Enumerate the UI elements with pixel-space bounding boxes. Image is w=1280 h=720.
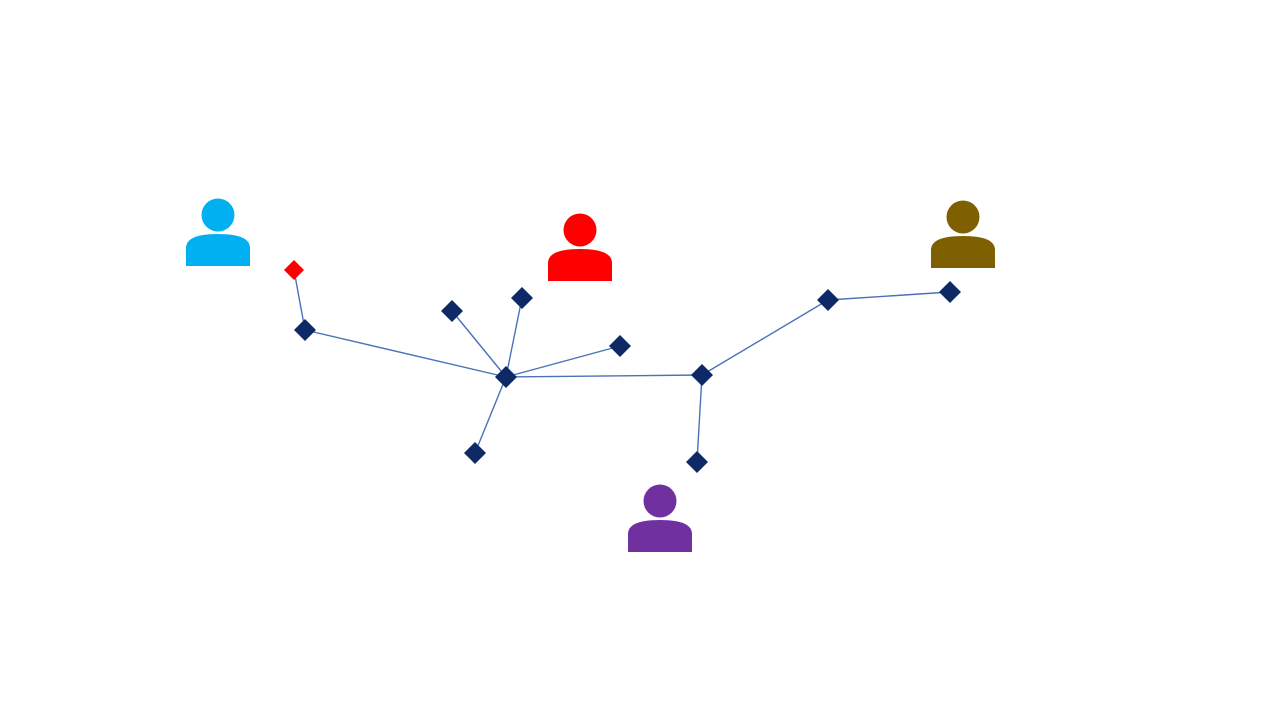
edges-layer [293, 269, 951, 463]
highlighted-node-diamond[interactable] [284, 260, 304, 280]
edge-n-hub-n-junction [505, 374, 703, 378]
edge-n-hub-n-lower-left [474, 376, 507, 454]
user-red-person-icon[interactable] [548, 213, 612, 282]
nodes-layer [284, 260, 961, 473]
node-diamond[interactable] [817, 289, 839, 311]
person-head [946, 200, 980, 234]
person-body [931, 236, 995, 268]
edge-n-mid-right-n-far-right [827, 291, 951, 301]
person-body [548, 249, 612, 281]
edge-n-red-n-left [293, 269, 306, 331]
node-diamond[interactable] [294, 319, 316, 341]
node-diamond[interactable] [441, 300, 463, 322]
edge-n-junction-n-lower [696, 374, 703, 463]
node-diamond[interactable] [495, 366, 517, 388]
user-cyan-person-icon[interactable] [186, 198, 250, 267]
person-head [643, 484, 677, 518]
user-brown-person-icon[interactable] [931, 200, 995, 269]
person-body [186, 234, 250, 266]
edge-n-hub-n-upper [505, 297, 523, 378]
person-body [628, 520, 692, 552]
node-diamond[interactable] [939, 281, 961, 303]
user-purple-person-icon[interactable] [628, 484, 692, 553]
edge-n-left-n-hub [304, 329, 507, 378]
users-layer [186, 198, 995, 553]
node-diamond[interactable] [609, 335, 631, 357]
node-diamond[interactable] [686, 451, 708, 473]
node-diamond[interactable] [464, 442, 486, 464]
edge-n-hub-n-right-of-hub [505, 345, 621, 378]
edge-n-hub-n-upper-left [451, 310, 507, 378]
node-diamond[interactable] [511, 287, 533, 309]
edge-n-junction-n-mid-right [701, 299, 829, 376]
node-diamond[interactable] [691, 364, 713, 386]
person-head [201, 198, 235, 232]
person-head [563, 213, 597, 247]
